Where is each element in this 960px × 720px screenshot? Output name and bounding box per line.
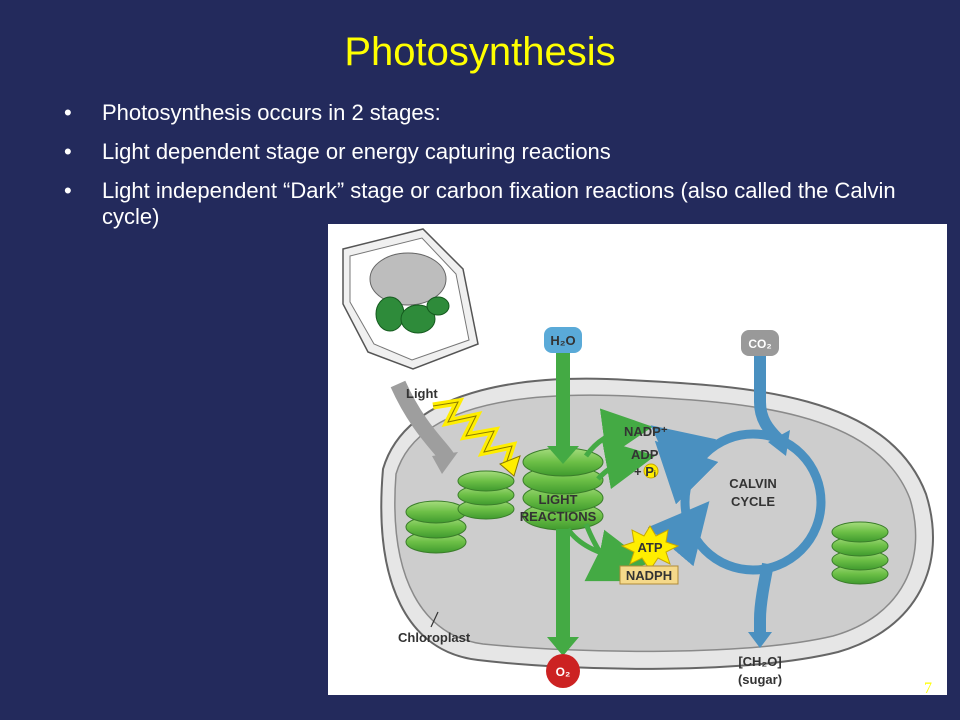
light-ray-icon	[432, 397, 521, 477]
calvin-cycle-label-line2: CYCLE	[731, 494, 775, 509]
calvin-cycle-arrows	[647, 352, 826, 648]
granum-stack	[831, 521, 889, 585]
co2-label: CO₂	[748, 337, 771, 351]
bullet-text: Light dependent stage or energy capturin…	[102, 139, 611, 164]
zoom-arrow-icon	[432, 452, 458, 474]
bullet-dot: •	[64, 139, 72, 164]
light-label: Light	[406, 386, 438, 401]
light-reactions-stack	[522, 447, 604, 531]
bullet-item: • Light dependent stage or energy captur…	[60, 139, 950, 165]
slide-title: Photosynthesis	[344, 30, 616, 74]
phosphate-circle	[643, 463, 659, 479]
sugar-label-line1: [CH₂O]	[738, 654, 781, 669]
bullet-list: • Photosynthesis occurs in 2 stages: • L…	[60, 100, 950, 243]
nadph-label: NADPH	[626, 568, 672, 583]
chloroplast-pointer	[430, 611, 439, 628]
granum-stack	[457, 470, 515, 520]
co2-badge: CO₂	[741, 330, 779, 356]
o2-badge: O₂	[546, 654, 580, 688]
calvin-cycle-label-line1: CALVIN	[729, 476, 776, 491]
page-number: 7	[924, 680, 932, 697]
plant-cell-illustration	[342, 228, 479, 474]
photosynthesis-diagram: H₂O CO₂ O₂ ATP NADPH Light NADP⁺ ADP + P…	[328, 224, 947, 695]
light-reactions-label-line1: LIGHT	[539, 492, 578, 507]
bullet-dot: •	[64, 100, 72, 125]
atp-label: ATP	[637, 540, 662, 555]
plus-pi-label: + Pᵢ	[634, 464, 656, 479]
adp-label: ADP	[631, 447, 659, 462]
chloroplast-label: Chloroplast	[398, 630, 471, 645]
bullet-dot: •	[64, 178, 72, 203]
h2o-label: H₂O	[550, 333, 575, 348]
bullet-text: Light independent “Dark” stage or carbon…	[102, 178, 896, 229]
bullet-text: Photosynthesis occurs in 2 stages:	[102, 100, 441, 125]
nadp-plus-label: NADP⁺	[624, 424, 668, 439]
water-oxygen-arrow	[547, 352, 579, 656]
bullet-item: • Photosynthesis occurs in 2 stages:	[60, 100, 950, 126]
h2o-badge: H₂O	[544, 327, 582, 353]
sugar-label-line2: (sugar)	[738, 672, 782, 687]
bullet-item: • Light independent “Dark” stage or carb…	[60, 178, 950, 230]
o2-label: O₂	[556, 665, 571, 679]
light-reactions-label-line2: REACTIONS	[520, 509, 597, 524]
nadph-box: NADPH	[619, 565, 679, 585]
granum-stack	[405, 500, 467, 554]
product-arrows	[565, 408, 656, 582]
